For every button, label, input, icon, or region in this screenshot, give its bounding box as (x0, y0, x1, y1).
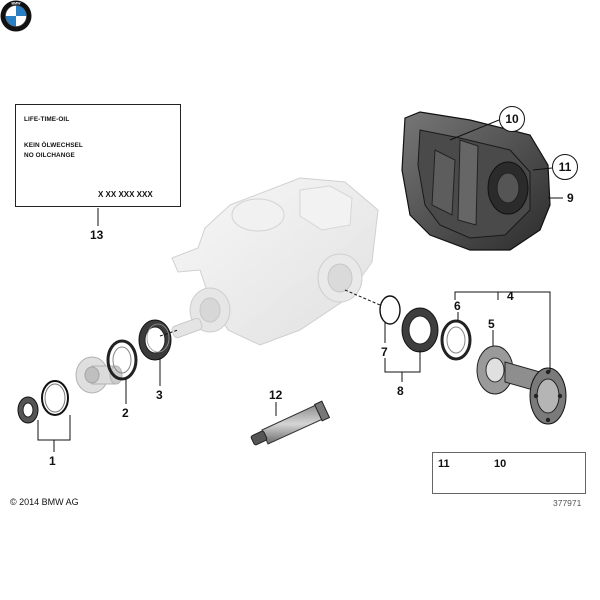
diagram-number: 377971 (553, 498, 582, 508)
oil-label-plate (15, 104, 181, 207)
part-2-shim-ring (106, 339, 138, 381)
callout-1: 1 (49, 454, 56, 468)
part-6-shim-ring (440, 319, 472, 361)
callout-7: 7 (381, 345, 388, 359)
leader-lines (37, 119, 563, 452)
label-line-german: KEIN ÖLWECHSEL (24, 142, 83, 149)
part-1-seal-group (17, 380, 69, 424)
copyright-text: © 2014 BMW AG (10, 497, 79, 507)
bmw-logo-icon: BMW (0, 0, 32, 32)
callout-12: 12 (269, 388, 283, 402)
part-5-output-flange (476, 345, 567, 425)
label-line-english: NO OILCHANGE (24, 152, 75, 159)
differential-housing (171, 177, 379, 346)
callout-2: 2 (122, 406, 129, 420)
part-9-rear-cover (401, 111, 551, 251)
bmw-logo-letters: BMW (12, 2, 22, 6)
callout-10: 10 (499, 106, 525, 132)
callout-3: 3 (156, 388, 163, 402)
inset-label-10: 10 (494, 458, 507, 470)
callout-8: 8 (397, 384, 404, 398)
part-8-shaft-seal (401, 307, 439, 353)
label-line-lifetime-oil: LIFE-TIME-OIL (24, 116, 70, 123)
label-part-code: X XX XXX XXX (98, 190, 153, 199)
callout-6: 6 (454, 299, 461, 313)
callout-9: 9 (567, 191, 574, 205)
inset-label-11: 11 (438, 458, 450, 470)
callout-13: 13 (90, 228, 104, 242)
callout-5: 5 (488, 317, 495, 331)
fasteners-inset (432, 452, 586, 494)
part-12-sealant-tube (250, 400, 331, 446)
part-3-shaft-seal (138, 319, 172, 361)
callout-4: 4 (507, 289, 514, 303)
part-7-o-ring (379, 295, 401, 325)
callout-11: 11 (552, 154, 578, 180)
